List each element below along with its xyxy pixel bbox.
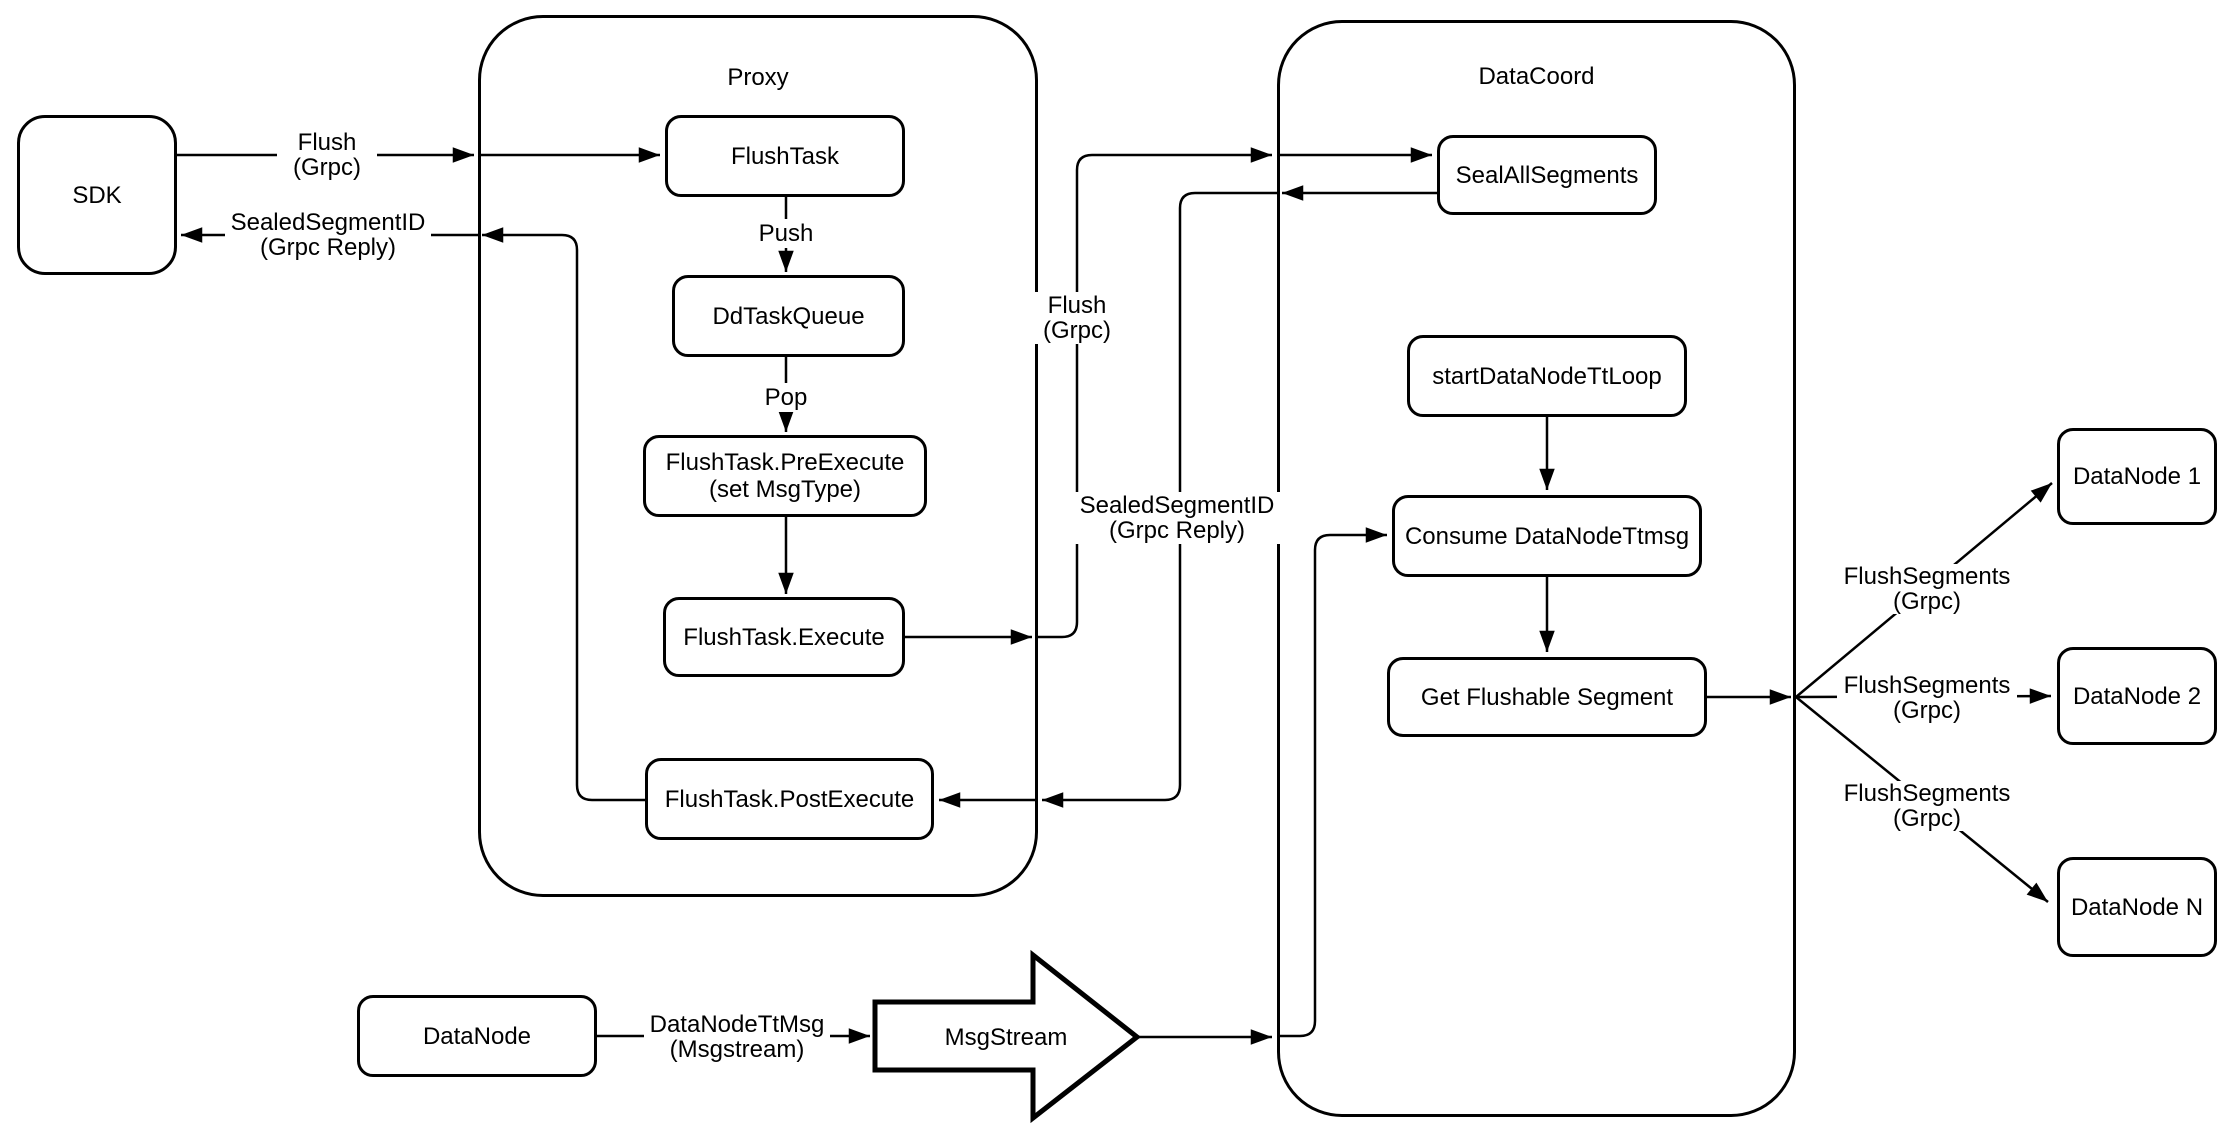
edge-label-flushsegments-2-line2: (Grpc): [1893, 697, 1961, 724]
edge-label-flush-grpc-sdk-line1: Flush: [297, 129, 357, 156]
node-sdk: SDK: [17, 115, 177, 275]
node-sealallsegments: SealAllSegments: [1437, 135, 1657, 215]
node-datanode-2: DataNode 2: [2057, 647, 2217, 745]
edge-label-flush-grpc-sdk-line2: (Grpc): [293, 154, 361, 181]
node-flushtask-postexecute: FlushTask.PostExecute: [645, 758, 934, 840]
edge-label-flushsegments-1-line2: (Grpc): [1893, 588, 1961, 615]
edge-label-flushsegments-3-line2: (Grpc): [1893, 805, 1961, 832]
proxy-container: [478, 15, 1038, 897]
arrow-datacoord-to-consume: [1277, 527, 1387, 1038]
edge-label-flush-grpc-mid: Flush (Grpc): [1027, 292, 1127, 344]
node-datanode-1: DataNode 1: [2057, 428, 2217, 525]
edge-label-flush-grpc-sdk: Flush (Grpc): [277, 129, 377, 181]
edge-label-datanodettmsg-line1: DataNodeTtMsg: [649, 1011, 825, 1038]
node-ddtaskqueue: DdTaskQueue: [672, 275, 905, 357]
node-consume-datanodettmsg: Consume DataNodeTtmsg: [1392, 495, 1702, 577]
datacoord-container-title: DataCoord: [1478, 63, 1595, 90]
edge-label-pop: Pop: [754, 383, 818, 412]
edge-label-sealedsegmentid-sdk: SealedSegmentID (Grpc Reply): [225, 209, 431, 261]
edge-label-sealedsegmentid-sdk-line1: SealedSegmentID: [230, 209, 426, 236]
node-flushtask-execute: FlushTask.Execute: [663, 597, 905, 677]
edge-label-datanodettmsg: DataNodeTtMsg (Msgstream): [644, 1012, 830, 1062]
edge-label-sealedsegmentid-sdk-line2: (Grpc Reply): [259, 234, 397, 261]
edge-label-sealedsegmentid-mid-line2: (Grpc Reply): [1108, 517, 1246, 544]
node-flushtask-preexecute-line1: FlushTask.PreExecute: [665, 449, 905, 476]
arrow-postexecute-to-proxy-edge: [482, 227, 645, 802]
node-get-flushable-segment: Get Flushable Segment: [1387, 657, 1707, 737]
edge-label-datanodettmsg-line2: (Msgstream): [669, 1036, 805, 1063]
proxy-container-title: Proxy: [727, 64, 789, 91]
edge-label-flushsegments-2-line1: FlushSegments: [1843, 672, 2011, 699]
edge-label-sealedsegmentid-mid: SealedSegmentID (Grpc Reply): [1074, 492, 1280, 544]
edge-label-flushsegments-3-line1: FlushSegments: [1843, 780, 2011, 807]
node-flushtask-preexecute-line2: (set MsgType): [708, 476, 862, 503]
arrow-flush-to-datacoord-edge: [1037, 147, 1272, 639]
edge-label-flushsegments-2: FlushSegments (Grpc): [1837, 673, 2017, 723]
edge-label-flush-grpc-mid-line1: Flush: [1047, 292, 1107, 319]
edge-label-push: Push: [749, 219, 823, 248]
node-startdatanodettloop: startDataNodeTtLoop: [1407, 335, 1687, 417]
msgstream-block-arrow-shape: [872, 949, 1142, 1124]
edge-label-flushsegments-1-line1: FlushSegments: [1843, 563, 2011, 590]
edge-label-flushsegments-3: FlushSegments (Grpc): [1837, 781, 2017, 831]
edge-label-flushsegments-1: FlushSegments (Grpc): [1837, 564, 2017, 614]
node-flushtask: FlushTask: [665, 115, 905, 197]
node-flushtask-preexecute: FlushTask.PreExecute (set MsgType): [643, 435, 927, 517]
msgstream-block-arrow-label: MsgStream: [944, 1023, 1068, 1051]
edge-label-sealedsegmentid-mid-line1: SealedSegmentID: [1079, 492, 1275, 519]
edge-label-flush-grpc-mid-line2: (Grpc): [1043, 317, 1111, 344]
node-datanode-n: DataNode N: [2057, 857, 2217, 957]
datacoord-container: [1277, 20, 1796, 1117]
node-datanode: DataNode: [357, 995, 597, 1077]
